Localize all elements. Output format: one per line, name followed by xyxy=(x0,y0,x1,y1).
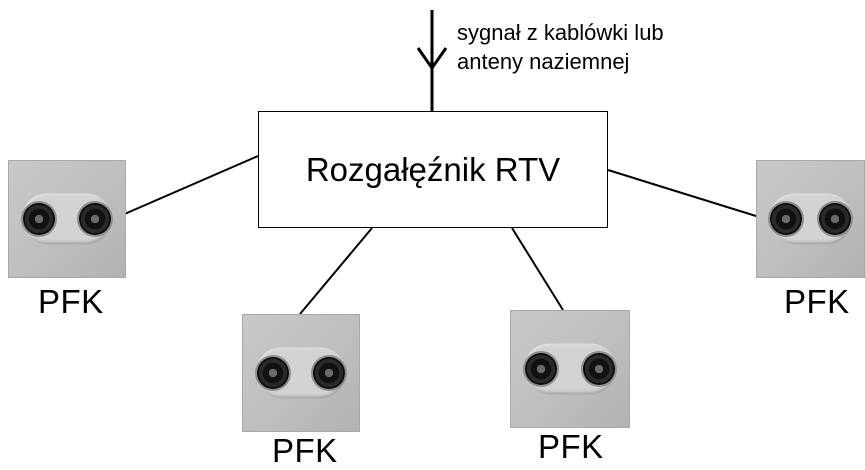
coax-port-icon xyxy=(256,357,289,389)
tv-outlet-bottom-left xyxy=(242,314,360,432)
coax-port-icon xyxy=(79,203,112,235)
tv-outlet-right xyxy=(756,160,865,278)
signal-note-line1: sygnał z kablówki lub xyxy=(457,20,664,45)
cable-right-outlet xyxy=(607,169,757,217)
signal-arrow-head xyxy=(416,47,448,71)
coax-port-icon xyxy=(313,357,346,389)
coax-port-icon xyxy=(769,203,802,235)
splitter-label: Rozgałęźnik RTV xyxy=(305,150,561,188)
tv-outlet-left xyxy=(8,160,126,278)
tv-outlet-bottom-right xyxy=(510,310,630,428)
coax-port-icon xyxy=(525,353,558,385)
cable-left-outlet xyxy=(119,155,259,217)
outlet-label-bottom-left: PFK xyxy=(272,432,338,469)
cable-bottom-right-outlet xyxy=(511,227,564,311)
signal-note-line2: anteny naziemnej xyxy=(457,49,630,74)
signal-source-note: sygnał z kablówki lub anteny naziemnej xyxy=(457,18,664,76)
outlet-label-right: PFK xyxy=(784,283,850,320)
coax-port-icon xyxy=(819,203,852,235)
cable-bottom-left-outlet xyxy=(299,227,373,315)
outlet-label-left: PFK xyxy=(38,283,104,320)
coax-port-icon xyxy=(22,203,55,235)
outlet-label-bottom-right: PFK xyxy=(538,428,604,465)
rtv-splitter-box: Rozgałęźnik RTV xyxy=(258,111,608,228)
coax-port-icon xyxy=(582,353,615,385)
